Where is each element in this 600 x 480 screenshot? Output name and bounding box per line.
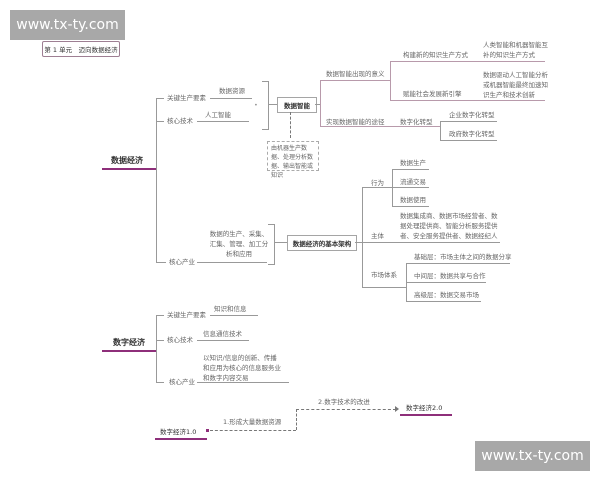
dg-core-industry-label: 核心产业 [169, 378, 195, 386]
path-item-2: 政府数字化转型 [449, 130, 495, 138]
evolution-step-2: 2.数字技术的改进 [318, 398, 370, 406]
connector [362, 242, 500, 243]
dg-core-tech-label: 核心技术 [167, 336, 193, 344]
connector [390, 100, 545, 101]
data-intelligence-note: 由机器生产数据、处理分析数据、输出智能或知识 [267, 141, 319, 179]
significance-trunk [390, 61, 391, 101]
connector [197, 121, 249, 122]
evolution-connector-1 [210, 430, 296, 431]
de-key-factor-label: 关键生产要素 [167, 94, 206, 102]
connector [392, 169, 429, 170]
evolution-start-marker [206, 429, 209, 432]
dg-core-tech-value: 信息通信技术 [203, 330, 242, 338]
connector [156, 340, 164, 341]
data-economy-underline [102, 168, 157, 170]
digital-economy-title: 数字经济 [113, 338, 145, 347]
behavior-label: 行为 [371, 179, 384, 187]
dot-marker: • [254, 101, 258, 109]
bracket-intelligence [262, 81, 269, 130]
path-sub-label: 数字化转型 [400, 118, 433, 126]
connector [197, 382, 289, 383]
data-intelligence-box: 数据智能 [277, 97, 317, 113]
connector [440, 140, 497, 141]
connector [355, 242, 362, 243]
connector [156, 315, 164, 316]
evolution-connector-2 [296, 409, 297, 430]
data-economy-trunk [156, 98, 157, 263]
intelligence-trunk [320, 80, 321, 126]
connector [197, 340, 249, 341]
evolution-start-underline [155, 438, 207, 440]
digital-economy-trunk [156, 315, 157, 382]
connector [156, 98, 164, 99]
de-core-industry-label: 核心产业 [169, 258, 195, 266]
subject-detail: 数据集成商、数据市场经营者、数据处理提供商、智能分析服务提供者、安全服务提供者、… [400, 212, 498, 240]
de-core-tech-label: 核心技术 [167, 117, 193, 125]
path-label: 实现数据智能的途径 [326, 118, 385, 126]
significance-item-1-detail: 人类智能和机器智能互补的知识生产方式 [483, 41, 548, 59]
dg-key-factor-label: 关键生产要素 [167, 311, 206, 319]
connector [362, 187, 392, 188]
evolution-step-1: 1.形成大量数据资源 [223, 418, 282, 426]
behavior-item-3: 数据使用 [400, 196, 426, 204]
evolution-end-underline [400, 414, 452, 416]
connector [197, 262, 267, 263]
connector [210, 98, 252, 99]
connector [406, 263, 510, 264]
connector [156, 262, 166, 263]
path-item-1: 企业数字化转型 [449, 111, 495, 119]
significance-item-2-detail: 数据驱动人工智能分析或机器智能最终加速知识生产和技术创新 [483, 71, 548, 99]
arrow-icon [395, 406, 399, 412]
de-core-industry-value: 数据的生产、采集、汇集、管理、加工分析和应用 [209, 230, 269, 258]
significance-item-2-label: 赋能社会发展新引擎 [403, 90, 462, 98]
connector [392, 206, 429, 207]
unit-title: 第 1 单元 迈向数据经济 [42, 41, 120, 57]
digital-economy-underline [102, 350, 157, 352]
dg-key-factor-value: 知识和信息 [214, 305, 247, 313]
evolution-start: 数字经济1.0 [160, 428, 197, 436]
note-connector [290, 112, 291, 138]
architecture-box: 数据经济的基本架构 [287, 235, 357, 251]
connector [210, 315, 258, 316]
connector [390, 61, 545, 62]
significance-label: 数据智能出现的意义 [326, 70, 385, 78]
significance-item-1-label: 构建新的知识生产方式 [403, 51, 468, 59]
dg-core-industry-value: 以知识/信息的创新、传播和应用为核心的信息服务业和数字内容交易 [203, 354, 281, 382]
architecture-trunk [362, 187, 363, 287]
connector [362, 287, 407, 288]
connector [440, 121, 497, 122]
market-label: 市场体系 [371, 271, 397, 279]
bracket-architecture [268, 224, 275, 265]
market-item-1: 基础层：市场主体之间的数据分享 [414, 253, 512, 261]
behavior-item-2: 流通交易 [400, 178, 426, 186]
connector [156, 121, 164, 122]
connector [269, 104, 277, 105]
evolution-end: 数字经济2.0 [406, 404, 443, 412]
connector [156, 382, 164, 383]
watermark-top: www.tx-ty.com [10, 10, 125, 40]
market-item-2: 中间层：数据共享与合作 [414, 272, 486, 280]
connector [406, 301, 481, 302]
de-core-tech-value: 人工智能 [205, 111, 231, 119]
connector [406, 282, 486, 283]
subject-label: 主体 [371, 232, 384, 240]
connector [320, 126, 440, 127]
connector [275, 242, 287, 243]
data-economy-title: 数据经济 [111, 156, 143, 165]
market-item-3: 高级层：数据交易市场 [414, 291, 479, 299]
path-trunk [440, 121, 441, 140]
connector [392, 187, 429, 188]
connector [315, 104, 320, 105]
behavior-item-1: 数据生产 [400, 159, 426, 167]
de-key-factor-value: 数据资源 [219, 87, 245, 95]
watermark-bottom: www.tx-ty.com [475, 441, 590, 471]
evolution-connector-3 [296, 409, 396, 410]
connector [320, 80, 390, 81]
